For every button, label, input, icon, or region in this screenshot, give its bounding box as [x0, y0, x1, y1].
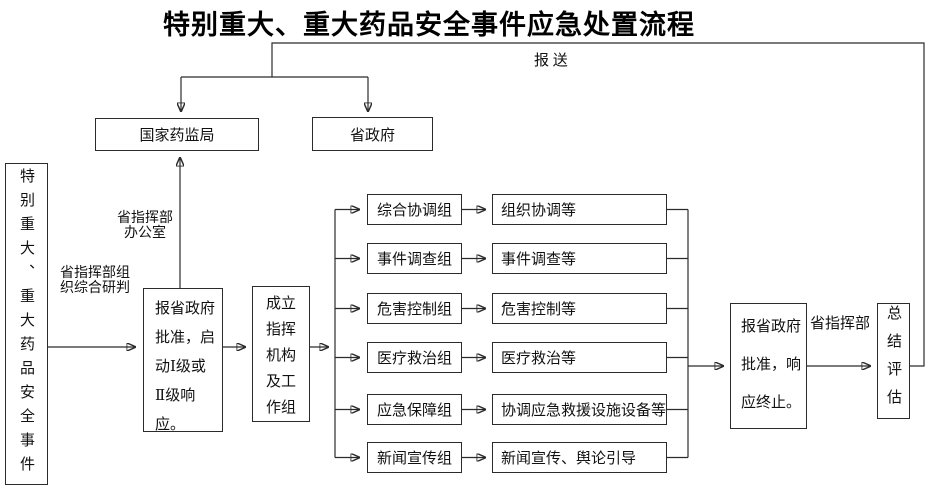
- node-group-medical: 医疗救治组: [367, 342, 462, 373]
- node-group-hazard-control: 危害控制组: [367, 293, 462, 324]
- label-report-send: 报 送: [534, 53, 568, 69]
- node-group-investigation: 事件调查组: [367, 243, 462, 274]
- node-event: 特别重大、重大药品安全事件: [5, 163, 48, 485]
- node-task-publicity: 新闻宣传、舆论引导: [492, 442, 667, 473]
- node-approve-end: 报省政府 批准，响 应终止。: [730, 303, 807, 429]
- node-provincial-gov: 省政府: [312, 117, 433, 151]
- node-task-coordination: 组织协调等: [492, 194, 667, 225]
- node-task-investigation: 事件调查等: [492, 243, 667, 274]
- node-group-support: 应急保障组: [367, 394, 462, 425]
- node-event-text: 特别重大、重大药品安全事件: [18, 168, 34, 480]
- node-approve-start: 报省政府 批准，启 动Ⅰ级或 Ⅱ级响 应。: [143, 288, 223, 433]
- node-group-coordination: 综合协调组: [367, 194, 462, 225]
- node-task-medical: 医疗救治等: [492, 342, 667, 373]
- node-group-publicity: 新闻宣传组: [367, 442, 462, 473]
- label-research: 省指挥部组 织综合研判: [60, 266, 130, 296]
- label-command: 省指挥部: [810, 316, 871, 332]
- node-summary-text: 总结评估: [885, 305, 901, 417]
- label-office: 省指挥部 办公室: [117, 211, 173, 241]
- node-summary: 总结评估: [877, 303, 910, 419]
- node-task-support: 协调应急救援设施设备等: [492, 394, 667, 425]
- node-national-bureau: 国家药监局: [95, 118, 259, 151]
- node-setup: 成立 指挥 机构 及工 作组: [252, 286, 310, 422]
- node-task-hazard-control: 危害控制等: [492, 293, 667, 324]
- line-report-loop: [271, 42, 925, 367]
- page-title: 特别重大、重大药品安全事件应急处置流程: [163, 10, 695, 40]
